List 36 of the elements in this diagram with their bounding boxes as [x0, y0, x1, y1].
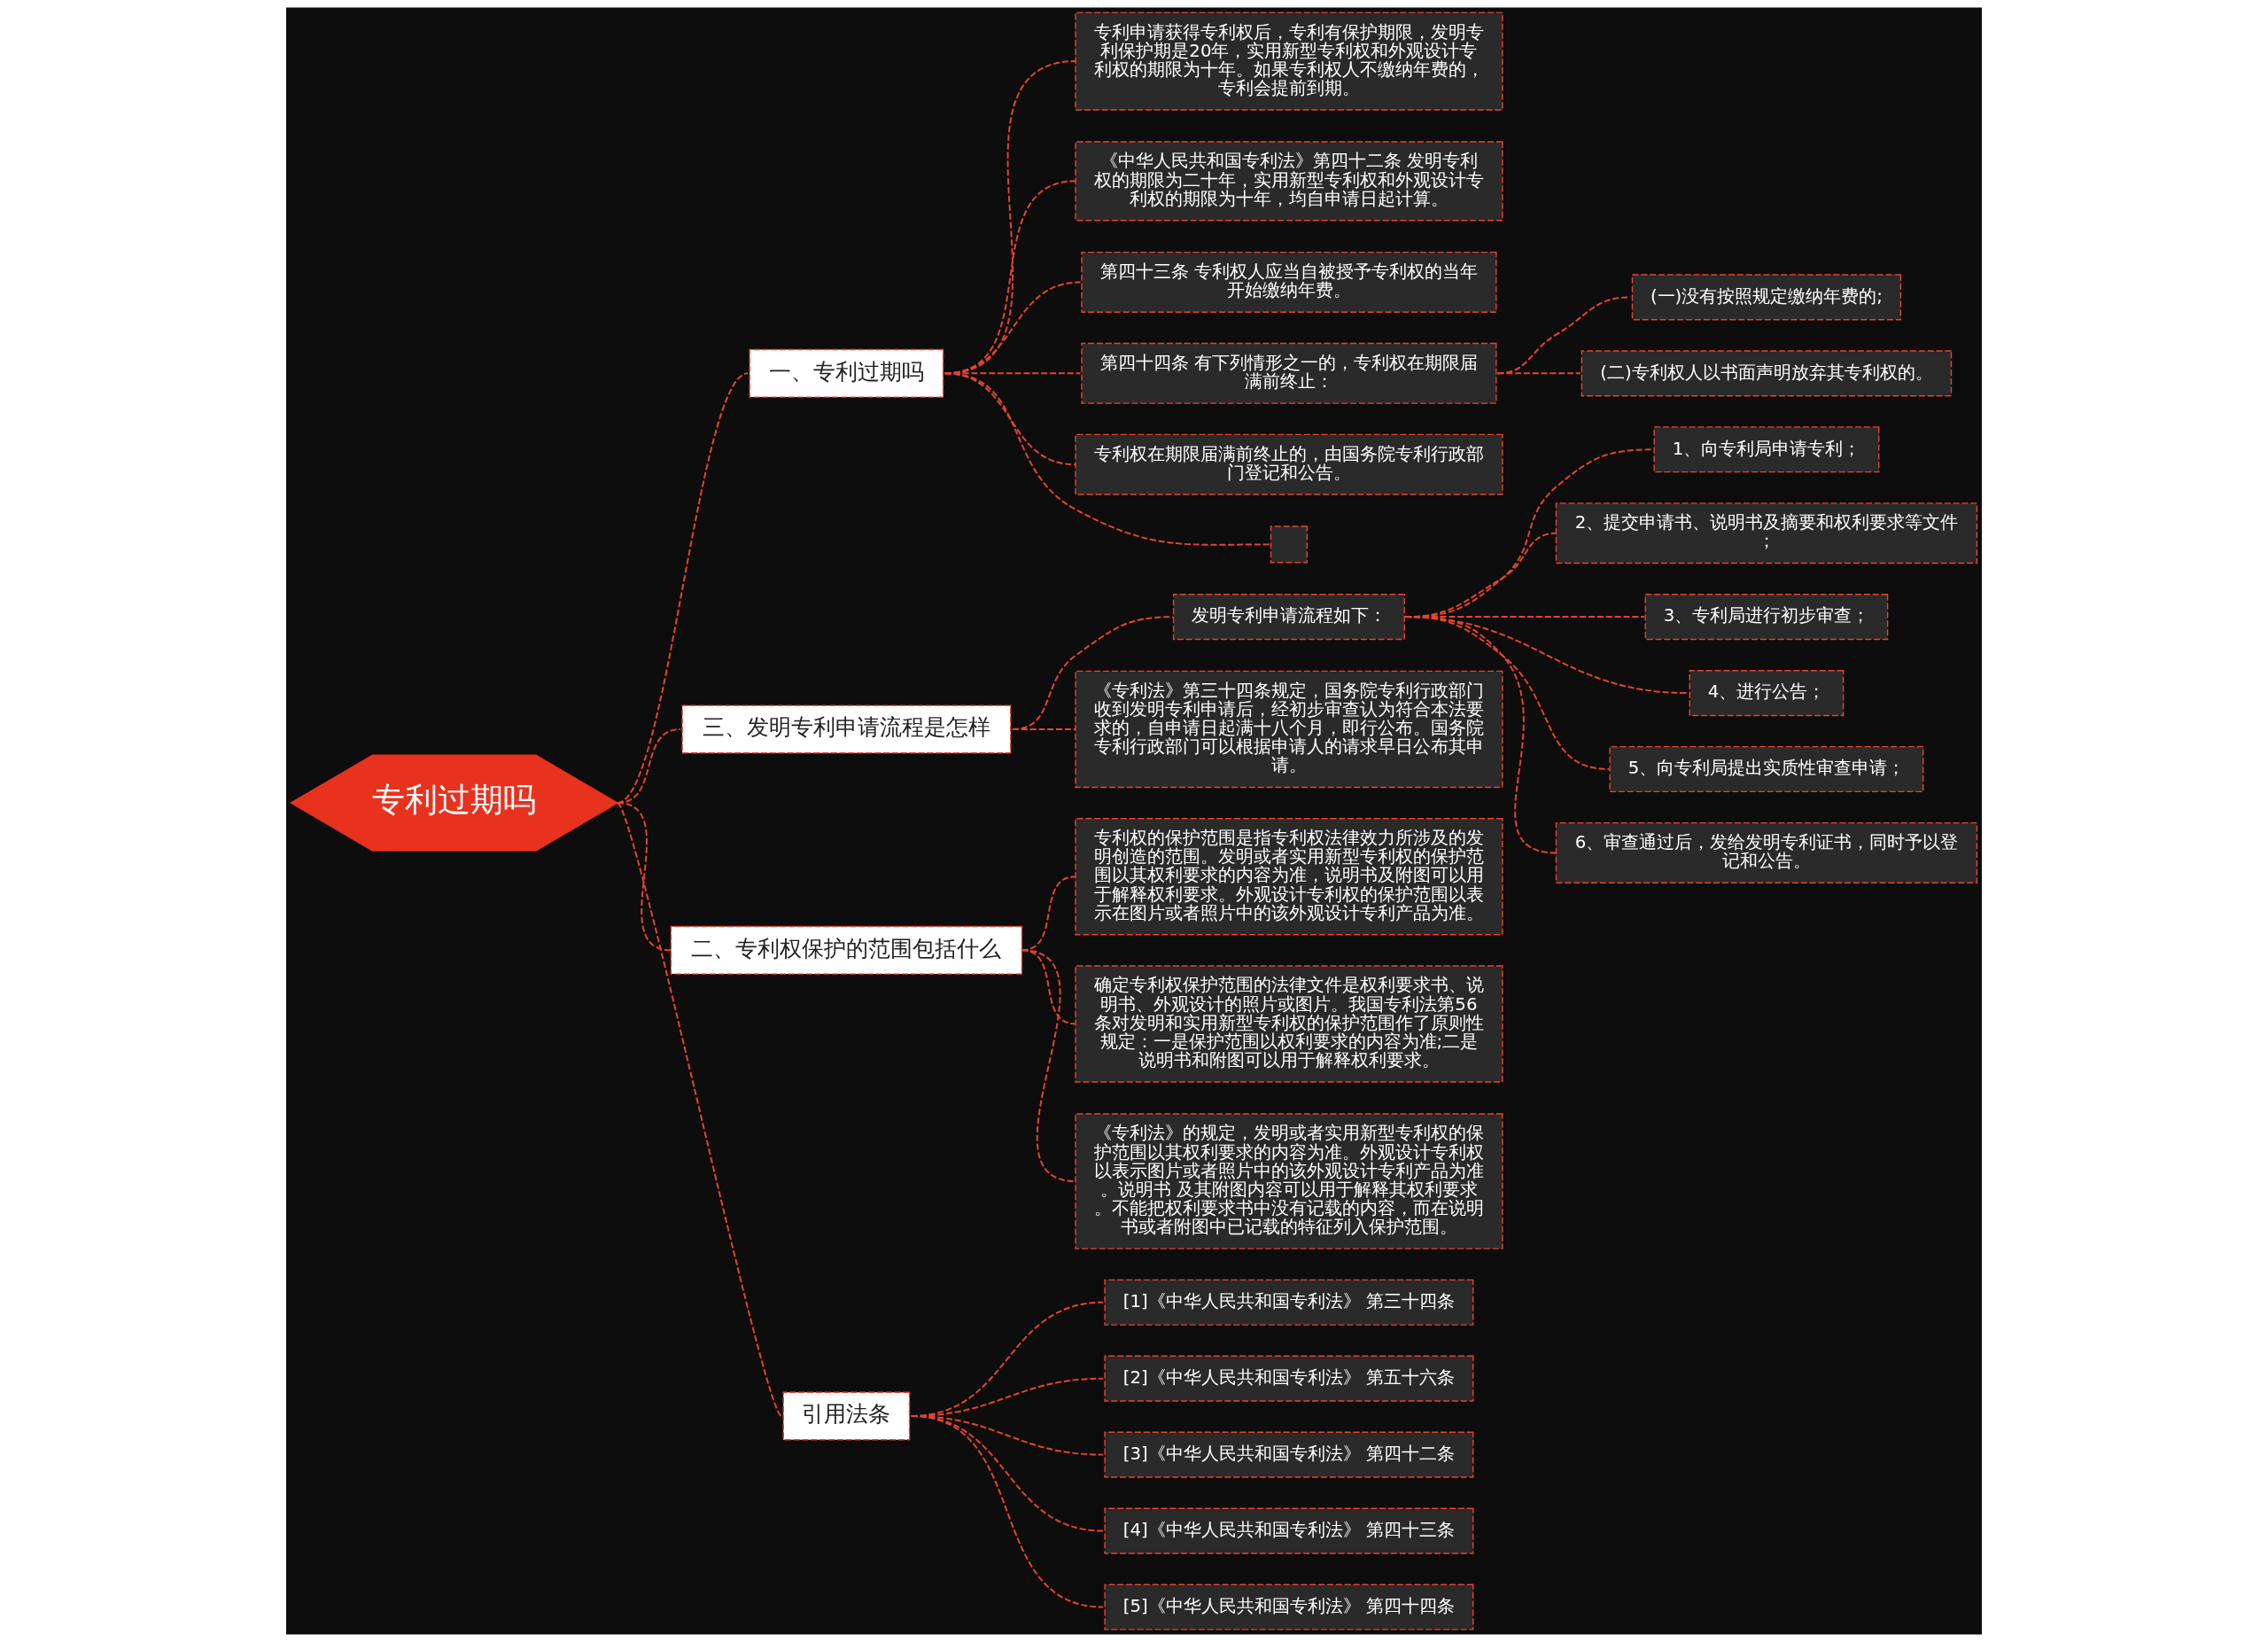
node-box: 《专利法》第三十四条规定，国务院专利行政部门收到发明专利申请后，经初步审查认为符合本法要求的，自申请日起满十八个月，即行公布。国务院专利行政部门可以根据申请人的请求早日公布其申请。	[1075, 670, 1503, 789]
node-box: (二)专利权人以书面声明放弃其专利权的。	[1581, 350, 1953, 397]
node-box: 引用法条	[782, 1391, 911, 1441]
node-box: 第四十四条 有下列情形之一的，专利权在期限届满前终止：	[1081, 342, 1497, 404]
node-box: 《专利法》的规定，发明或者实用新型专利权的保护范围以其权利要求的内容为准。外观设计专利权以表示图片或者照片中的该外观设计专利产品为准。说明书 及其附图内容可以用于解释其权利要求。不能把权利要求书中没有记载的内容，而在说明书或者附图中已记载的特征列入保护范围。	[1075, 1113, 1503, 1249]
node-box: 6、审查通过后，发给发明专利证书，同时予以登记和公告。	[1555, 821, 1978, 883]
node-box: (一)没有按照规定缴纳年费的;	[1631, 274, 1902, 321]
node-box: 第四十三条 专利权人应当自被授予专利权的当年开始缴纳年费。	[1081, 251, 1497, 313]
connector	[944, 372, 1271, 546]
node-box: 3、专利局进行初步审查；	[1644, 594, 1889, 641]
connector	[1011, 728, 1076, 730]
node-box: 《中华人民共和国专利法》第四十二条 发明专利权的期限为二十年，实用新型专利权和外观设计专利权的期限为十年，均自申请日起计算。	[1075, 141, 1503, 222]
node-box: 专利申请获得专利权后，专利有保护期限，发明专利保护期是20年，实用新型专利权和外观设计专利权的期限为十年。如果专利权人不缴纳年费的，专利会提前到期。	[1075, 12, 1503, 111]
node-box: [1]《中华人民共和国专利法》 第三十四条	[1104, 1279, 1474, 1326]
connector	[910, 1414, 1104, 1608]
connector	[616, 802, 783, 1417]
node-box: 二、专利权保护的范围包括什么	[670, 925, 1023, 975]
node-box: 1、向专利局申请专利；	[1653, 426, 1880, 473]
connector	[1021, 949, 1076, 1183]
node-box: 4、进行公告；	[1689, 670, 1845, 717]
node-box: 2、提交申请书、说明书及摘要和权利要求等文件；	[1555, 502, 1978, 564]
node-box: 专利权在期限届满前终止的，由国务院专利行政部门登记和公告。	[1075, 433, 1503, 495]
node-box: [2]《中华人民共和国专利法》 第五十六条	[1104, 1355, 1474, 1402]
node-box: [5]《中华人民共和国专利法》 第四十四条	[1104, 1584, 1474, 1630]
node-box	[1270, 525, 1309, 564]
node-box: 专利权的保护范围是指专利权法律效力所涉及的发明创造的范围。发明或者实用新型专利权的保护范围以其权利要求的内容为准，说明书及附图可以用于解释权利要求。外观设计专利权的保护范围以表示在图片或者照片中的该外观设计专利产品为准。	[1075, 817, 1503, 936]
connector	[1404, 616, 1557, 854]
connector	[1496, 372, 1581, 375]
node-box: 发明专利申请流程如下：	[1172, 594, 1405, 641]
node-box: 5、向专利局提出实质性审查申请；	[1609, 745, 1924, 793]
connector	[1011, 616, 1174, 730]
node-box: 确定专利权保护范围的法律文件是权利要求书、说明书、外观设计的照片或图片。我国专利法第56条对发明和实用新型专利权的保护范围作了原则性规定：一是保护范围以权利要求的内容为准;二是说明书和附图可以用于解释权利要求。	[1075, 965, 1503, 1083]
node-box: [4]《中华人民共和国专利法》 第四十三条	[1104, 1507, 1474, 1554]
node-box: 三、发明专利申请流程是怎样	[681, 704, 1012, 754]
node-box: 一、专利过期吗	[749, 348, 944, 398]
node-box: [3]《中华人民共和国专利法》 第四十二条	[1104, 1431, 1474, 1478]
